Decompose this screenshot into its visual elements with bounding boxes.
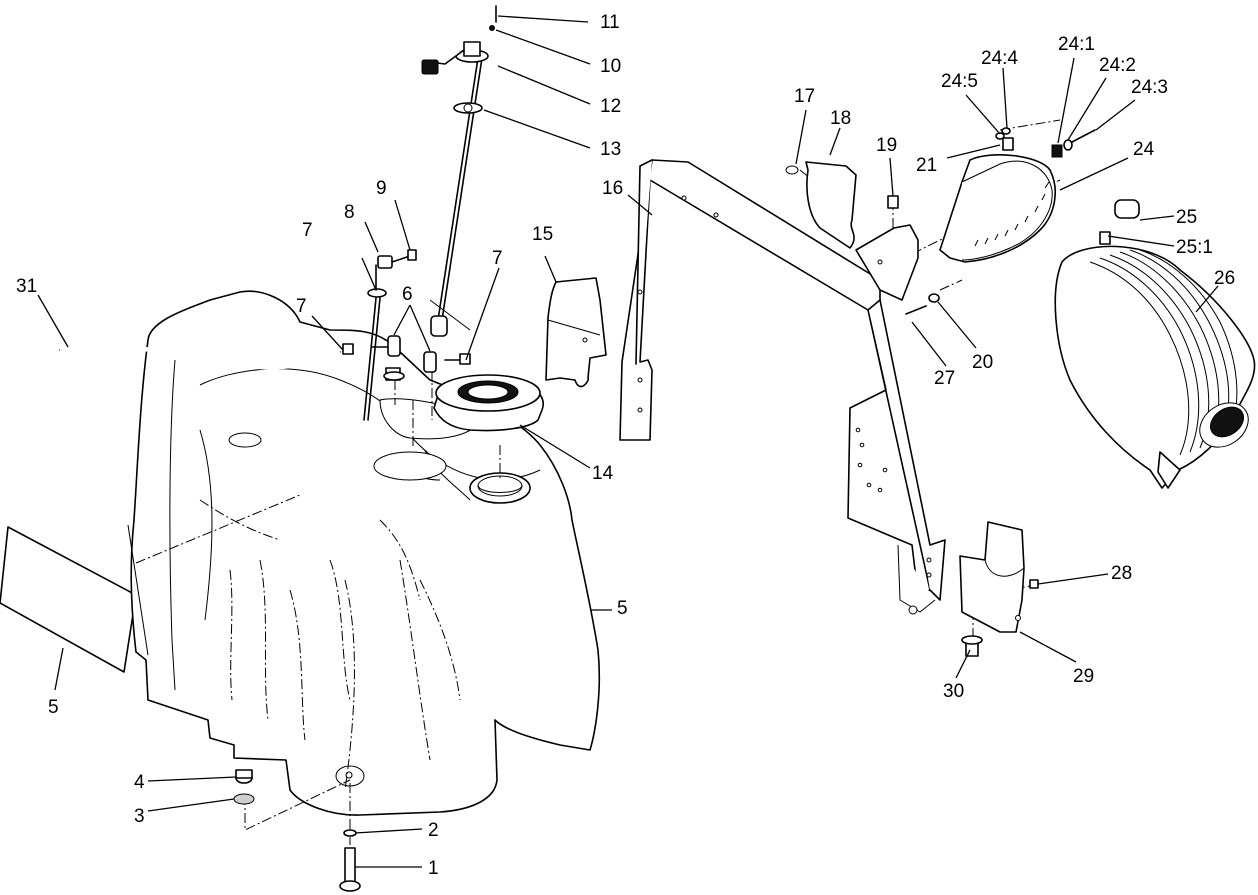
callout-24-5: 24:5 <box>941 71 978 92</box>
callout-14: 12 <box>600 96 621 117</box>
callout-2: 2 <box>428 820 439 841</box>
callout-16: 14 <box>592 463 614 484</box>
callout-18: 16 <box>602 178 623 199</box>
air-cleaner-part <box>1054 199 1256 489</box>
leader-lines <box>37 15 1219 868</box>
support-frame-part <box>619 159 946 615</box>
callout-11: 9 <box>376 178 387 199</box>
callout-27: 27 <box>934 368 955 389</box>
callout-24: 24 <box>1133 139 1155 160</box>
callout-25-1: 25:1 <box>1176 237 1213 258</box>
callout-19: 17 <box>794 86 815 107</box>
callout-24-1: 24:1 <box>1058 34 1095 55</box>
callout-21: 19 <box>876 135 897 156</box>
callout-20: 18 <box>830 108 851 129</box>
callout-7-right: 7 <box>492 248 503 269</box>
callout-22: 20 <box>972 352 993 373</box>
callout-28: 28 <box>1111 563 1132 584</box>
callout-25: 25 <box>1176 207 1197 228</box>
fuel-cap-part <box>433 374 544 432</box>
fuel-tank-part <box>127 290 601 816</box>
callout-24-4: 24:4 <box>981 48 1018 69</box>
callout-30: 30 <box>943 681 964 702</box>
callout-7-left: 7 <box>296 296 307 317</box>
callout-12: 10 <box>600 56 621 77</box>
callout-9: 8 <box>344 202 355 223</box>
callout-15: 13 <box>600 139 621 160</box>
callout-6: 5 <box>617 598 628 619</box>
callout-10: 7 <box>302 220 313 241</box>
callout-4: 4 <box>134 772 145 793</box>
callout-1: 1 <box>428 858 439 879</box>
callout-labels: 11 10 12 13 9 8 7 7 6 7 31 14 5 5 4 3 2 … <box>16 12 1235 879</box>
bracket-20-part <box>785 161 857 249</box>
callout-5: 5 <box>48 697 59 718</box>
callout-31: 31 <box>16 276 37 297</box>
callout-13: 11 <box>600 12 620 33</box>
bracket-17-part <box>545 277 607 388</box>
decal-part <box>0 526 137 673</box>
callout-3: 3 <box>134 806 145 827</box>
fuel-sender-part <box>421 5 497 337</box>
callout-29: 29 <box>1073 666 1094 687</box>
callout-24-3: 24:3 <box>1131 77 1168 98</box>
callout-17: 15 <box>532 224 553 245</box>
hardware-24-part <box>905 129 1096 315</box>
callout-23: 21 <box>916 155 937 176</box>
callout-24-2: 24:2 <box>1099 55 1136 76</box>
air-cleaner-mount-part <box>939 127 1056 263</box>
callout-26: 26 <box>1214 268 1235 289</box>
callout-8: 6 <box>402 284 413 305</box>
mount-hardware-part <box>233 769 361 892</box>
vent-hose-part <box>59 249 471 421</box>
